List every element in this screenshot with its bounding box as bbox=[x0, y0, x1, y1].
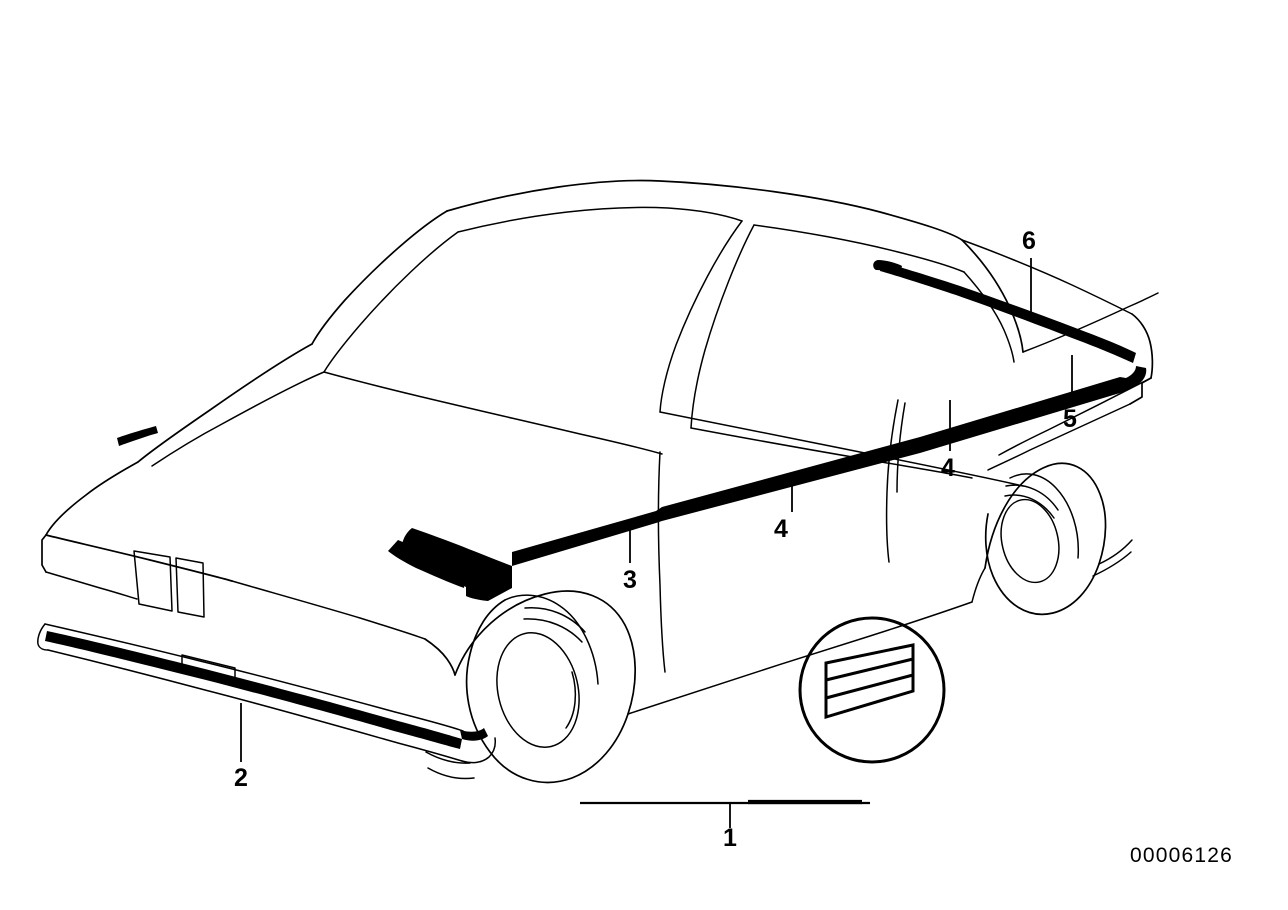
windshield-header bbox=[311, 210, 448, 345]
front-valance-left bbox=[45, 571, 138, 600]
shoulder-line bbox=[659, 411, 1024, 487]
molding-strips bbox=[45, 260, 1147, 749]
callout-label-4-front: 4 bbox=[774, 515, 788, 543]
front-arch-lip-2 bbox=[523, 618, 583, 643]
front-bumper-left-cap bbox=[37, 623, 49, 651]
front-left-edge bbox=[41, 534, 47, 573]
rear-wheel-rim bbox=[1000, 498, 1060, 584]
roof-rear-edge bbox=[961, 239, 1133, 315]
front-body-to-arch bbox=[424, 638, 456, 676]
front-wheel bbox=[425, 590, 636, 784]
front-wheel-arch bbox=[454, 590, 636, 715]
grille-right-kidney bbox=[175, 557, 205, 618]
trunk-molding-tip bbox=[873, 260, 902, 274]
front-bumper-molding bbox=[45, 631, 462, 749]
rear-bumper-top bbox=[987, 403, 1131, 471]
hood-front-contour bbox=[45, 461, 139, 536]
front-bumper-upper bbox=[44, 623, 464, 732]
front-wheel-ground bbox=[427, 767, 475, 780]
a-pillar-right bbox=[659, 220, 743, 413]
rear-arch-lip bbox=[1005, 484, 1059, 511]
rear-wheel bbox=[984, 462, 1133, 616]
front-panel-lower bbox=[231, 580, 426, 640]
rocker-sill-line bbox=[627, 601, 973, 715]
side-molding-rear-quarter bbox=[920, 377, 1120, 453]
front-bumper-right-wrap bbox=[461, 737, 496, 764]
front-wheel-rim bbox=[496, 632, 580, 748]
part-number: 00006126 bbox=[1130, 844, 1233, 867]
c-pillar-inner bbox=[963, 271, 1015, 363]
front-hub-highlight bbox=[565, 671, 577, 729]
callout-label-3: 3 bbox=[623, 566, 637, 594]
rear-wheel-arch bbox=[984, 462, 1107, 569]
grille-left-kidney bbox=[133, 550, 173, 612]
detail-rib-line-1 bbox=[825, 657, 914, 682]
molding-strip-roll bbox=[580, 799, 870, 805]
front-bumper-lower bbox=[47, 649, 463, 762]
decklid-top-edge bbox=[1022, 292, 1159, 353]
trunk-lid-molding bbox=[880, 262, 1136, 363]
detail-rib-line-2 bbox=[825, 673, 914, 700]
callout-label-1: 1 bbox=[723, 824, 737, 852]
rear-tire-outer bbox=[984, 513, 1100, 616]
side-molding-main bbox=[662, 437, 920, 521]
callout-group: 1 2 3 4 4 5 6 bbox=[234, 227, 1077, 852]
callout-label-6: 6 bbox=[1022, 227, 1036, 255]
rear-bumper-bottom bbox=[998, 377, 1152, 456]
molding-cross-section-detail bbox=[798, 616, 946, 764]
detail-profile-body bbox=[824, 643, 915, 720]
rear-panel-edge bbox=[1131, 313, 1154, 379]
sill-to-rear-arch bbox=[971, 567, 986, 603]
front-fender-molding-lower bbox=[401, 528, 512, 601]
rear-door-shutline bbox=[885, 399, 899, 563]
side-window-top bbox=[753, 224, 965, 273]
windshield-top-edge bbox=[457, 206, 743, 233]
hood-panel-line bbox=[151, 371, 325, 467]
car-body-outline bbox=[37, 179, 1159, 784]
side-molding-door-section bbox=[656, 507, 662, 523]
kidney-grille bbox=[133, 550, 205, 618]
windshield-base bbox=[323, 371, 663, 455]
roof-outline bbox=[446, 179, 963, 241]
side-molding-front-section bbox=[512, 511, 656, 566]
front-wheel-ground-2 bbox=[425, 751, 471, 764]
hood-side-line bbox=[137, 343, 313, 463]
rear-arch-lip-2 bbox=[1004, 494, 1055, 519]
front-bumper-molding-end bbox=[460, 728, 488, 741]
rear-tire-inner bbox=[1009, 473, 1080, 559]
rear-arch-valance bbox=[1098, 539, 1133, 565]
hood-edge-accent bbox=[117, 426, 158, 446]
detail-circle-outline bbox=[798, 616, 946, 764]
callout-label-5: 5 bbox=[1063, 405, 1077, 433]
front-tire-inner bbox=[504, 594, 599, 685]
front-door-shutline bbox=[657, 451, 666, 673]
front-arch-lip bbox=[524, 606, 586, 633]
a-pillar-left bbox=[323, 231, 459, 373]
nose-top-edge bbox=[45, 534, 233, 582]
rear-arch-valance-2 bbox=[1092, 551, 1132, 577]
callout-label-2: 2 bbox=[234, 764, 248, 792]
callout-label-4-rear: 4 bbox=[941, 454, 955, 482]
b-pillar bbox=[690, 224, 755, 429]
rear-corner-molding-wrap bbox=[1120, 366, 1147, 393]
front-tire-outer bbox=[465, 599, 629, 784]
